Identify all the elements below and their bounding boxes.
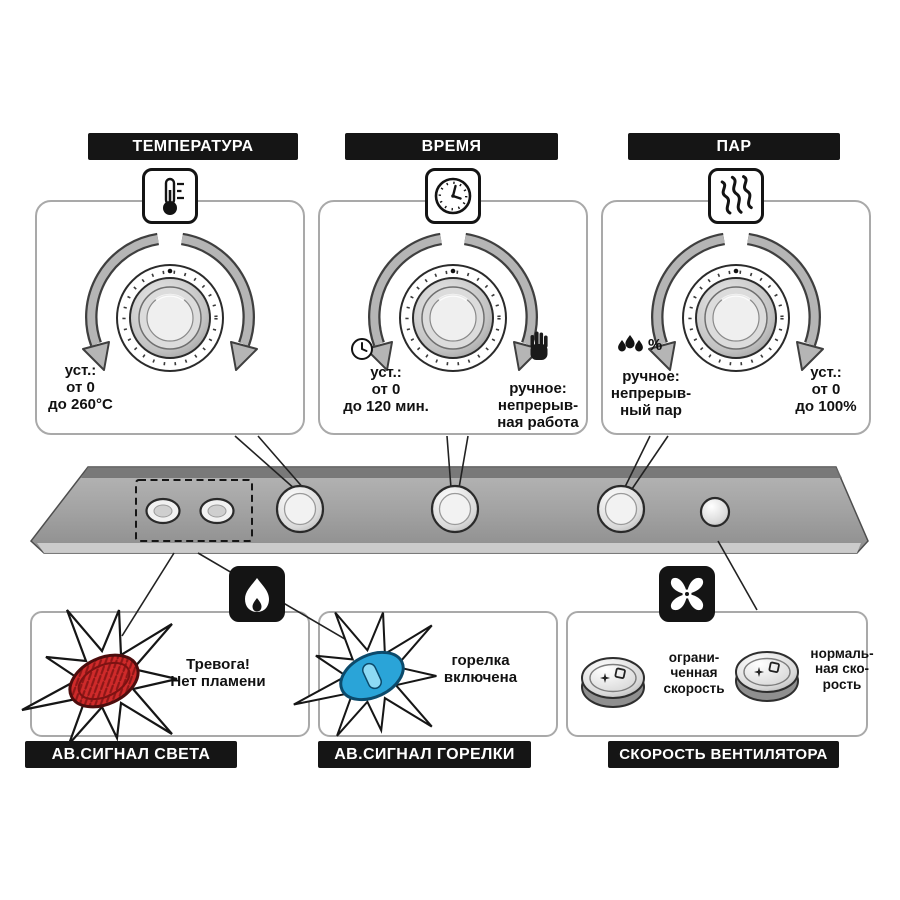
time-knob-on-panel [430,484,480,534]
temperature-knob-on-panel [275,484,325,534]
no-flame-alarm-lamp [68,653,140,709]
clock-small-icon [351,338,373,360]
normal-speed-label: нормаль- ная ско- рость [810,646,874,692]
steam-knob-on-panel [596,484,646,534]
fan-icon [659,566,715,622]
fan-speed-panel [566,611,868,737]
fan-speed-header: СКОРОСТЬ ВЕНТИЛЯТОРА [608,741,839,768]
percent-label: % [648,337,663,354]
steam-header: ПАР [628,133,840,160]
time-header: ВРЕМЯ [345,133,558,160]
signal-lamps-dashed-outline [135,479,253,542]
hand-icon [530,331,548,360]
clock-icon [425,168,481,224]
alarm-light-lamp-on-panel [145,497,181,525]
time-manual-label: ручное: непрерыв- ная работа [497,380,579,432]
burner-alarm-header: АВ.СИГНАЛ ГОРЕЛКИ [318,741,531,768]
time-dial [366,239,540,371]
burner-on-lamp [339,650,405,702]
limited-speed-button [581,657,645,708]
temperature-range-label: уст.: от 0 до 260°C [48,362,113,414]
temperature-dial [83,239,257,371]
thermometer-icon [142,168,198,224]
normal-speed-button [735,651,799,702]
time-range-label: уст.: от 0 до 120 мин. [343,364,429,416]
temperature-header: ТЕМПЕРАТУРА [88,133,298,160]
steam-manual-label: ручное: непрерыв- ный пар [610,368,692,420]
flame-icon [229,566,285,622]
steam-range-label: уст.: от 0 до 100% [795,364,857,416]
burner-light-lamp-on-panel [199,497,235,525]
drops-percent-icon: % [616,334,662,358]
connector-lines [121,435,758,643]
steam-dial [649,239,823,371]
steam-icon [708,168,764,224]
no-flame-alarm-label: Тревога! Нет пламени [170,656,266,691]
limited-speed-label: ограни- ченная скорость [663,650,725,696]
light-alarm-header: АВ.СИГНАЛ СВЕТА [25,741,237,768]
burner-on-label: горелка включена [443,652,518,687]
fan-speed-button-on-panel [699,496,731,528]
